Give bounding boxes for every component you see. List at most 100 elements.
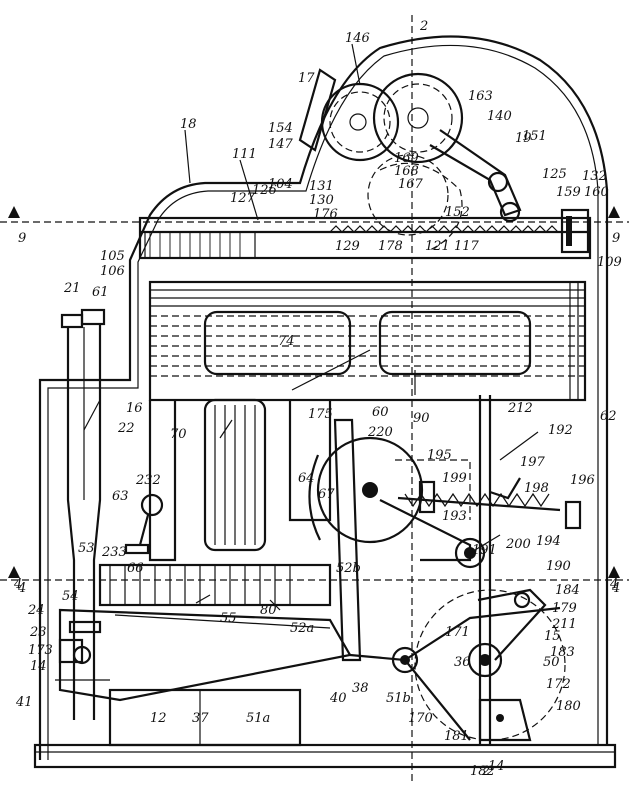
reference-numeral: 178 (378, 239, 403, 254)
reference-numeral: 172 (546, 677, 571, 692)
reference-numeral: 117 (454, 239, 480, 254)
reference-numeral: 175 (308, 407, 333, 422)
reference-numeral: 121 (425, 239, 450, 254)
lower-key-bank (58, 563, 352, 747)
reference-numeral: 181 (444, 729, 469, 744)
reference-numeral: 17 (298, 71, 315, 86)
reference-numeral: 23 (29, 625, 47, 640)
reference-numeral: 233 (101, 545, 127, 560)
reference-numeral: 160 (584, 185, 609, 200)
reference-numeral: 194 (536, 534, 561, 549)
reference-numeral: 152 (445, 205, 470, 220)
reference-numeral: 12 (150, 711, 167, 726)
reference-numeral: 51b (386, 691, 411, 706)
reference-numeral: 180 (556, 699, 581, 714)
reference-numeral: 126 (252, 183, 277, 198)
vertical-plate-column (148, 398, 332, 562)
reference-numeral: 63 (112, 489, 129, 504)
reference-numeral: 104 (268, 177, 293, 192)
reference-numeral: 151 (522, 129, 547, 144)
reference-numeral: 67 (318, 487, 335, 502)
reference-numeral: 131 (309, 179, 334, 194)
reference-numeral: 41 (15, 695, 33, 710)
reference-numeral: 111 (232, 147, 257, 162)
section-indicators (0, 15, 629, 785)
reference-numeral: 168 (394, 164, 419, 179)
reference-numeral: 173 (28, 643, 53, 658)
front-latch (55, 620, 110, 681)
reference-numeral: 15 (544, 629, 561, 644)
reference-numeral: 125 (542, 167, 567, 182)
reference-numeral: 22 (117, 421, 135, 436)
reference-numeral: 50 (543, 655, 560, 670)
reference-numeral: 200 (505, 537, 531, 552)
left-cam (124, 493, 164, 555)
section-marker: 4 (17, 581, 26, 596)
upper-platform (138, 208, 592, 260)
lower-drive-mechanism (349, 588, 566, 742)
reference-numeral: 36 (454, 655, 471, 670)
section-marker: 4 (611, 581, 620, 596)
reference-numeral: 61 (92, 285, 109, 300)
reference-numeral: 16 (126, 401, 143, 416)
reference-numeral: 53 (78, 541, 95, 556)
reference-numeral: 52b (336, 561, 361, 576)
reference-numeral: 184 (555, 583, 580, 598)
reference-numeral: 24 (27, 603, 45, 618)
reference-numeral: 109 (597, 255, 622, 270)
reference-numeral: 74 (278, 334, 295, 349)
reference-numeral: 183 (550, 645, 575, 660)
platform-hatching (149, 232, 241, 258)
section-marker: 9 (18, 231, 26, 246)
reference-numeral: 70 (170, 427, 187, 442)
reference-numeral: 232 (135, 473, 161, 488)
reference-numeral: 154 (268, 121, 293, 136)
reference-numeral: 167 (398, 177, 424, 192)
reference-numeral: 192 (548, 423, 573, 438)
reference-numeral: 14 (30, 659, 47, 674)
section-marker: 2 (481, 764, 490, 779)
reference-numeral: 170 (408, 711, 433, 726)
reference-numeral: 21 (63, 281, 81, 296)
cabinet-housing (33, 35, 617, 769)
reference-numeral: 193 (442, 509, 467, 524)
reference-numeral: 196 (570, 473, 595, 488)
reference-numeral: 197 (520, 455, 546, 470)
reference-numeral: 140 (487, 109, 512, 124)
reference-numeral: 129 (335, 239, 360, 254)
reference-numeral: 37 (192, 711, 209, 726)
reference-numeral: 171 (445, 625, 470, 640)
reference-numeral: 106 (100, 264, 125, 279)
reference-numeral: 66 (127, 561, 144, 576)
reference-numeral: 198 (524, 481, 549, 496)
reference-numeral: 169 (394, 151, 419, 166)
reference-numeral: 60 (372, 405, 389, 420)
section-marker: 9 (612, 231, 620, 246)
main-plate-stack (148, 280, 587, 402)
reference-numeral: 190 (546, 559, 571, 574)
reference-numeral: 80 (260, 603, 277, 618)
reference-numeral: 105 (100, 249, 125, 264)
reference-numeral: 179 (552, 601, 577, 616)
reference-numeral: 55 (220, 611, 237, 626)
leader-lines (83, 43, 539, 611)
reference-numeral: 146 (345, 31, 370, 46)
section-marker: 2 (419, 19, 428, 34)
reference-numeral: 14 (488, 759, 505, 774)
reference-numeral: 127 (230, 191, 256, 206)
reference-numeral: 211 (551, 617, 577, 632)
reference-numeral: 132 (582, 169, 607, 184)
reference-numeral: 212 (507, 401, 533, 416)
reference-numeral: 199 (442, 471, 467, 486)
reference-numeral: 51a (246, 711, 270, 726)
reference-numeral: 18 (180, 117, 197, 132)
reference-numeral: 54 (62, 589, 79, 604)
reference-numeral: 191 (472, 543, 497, 558)
reference-numeral: 163 (468, 89, 493, 104)
reference-numeral: 147 (268, 137, 294, 152)
reference-numeral: 4 (13, 577, 22, 592)
reference-numeral: 52a (290, 621, 314, 636)
reference-numeral: 64 (298, 471, 315, 486)
